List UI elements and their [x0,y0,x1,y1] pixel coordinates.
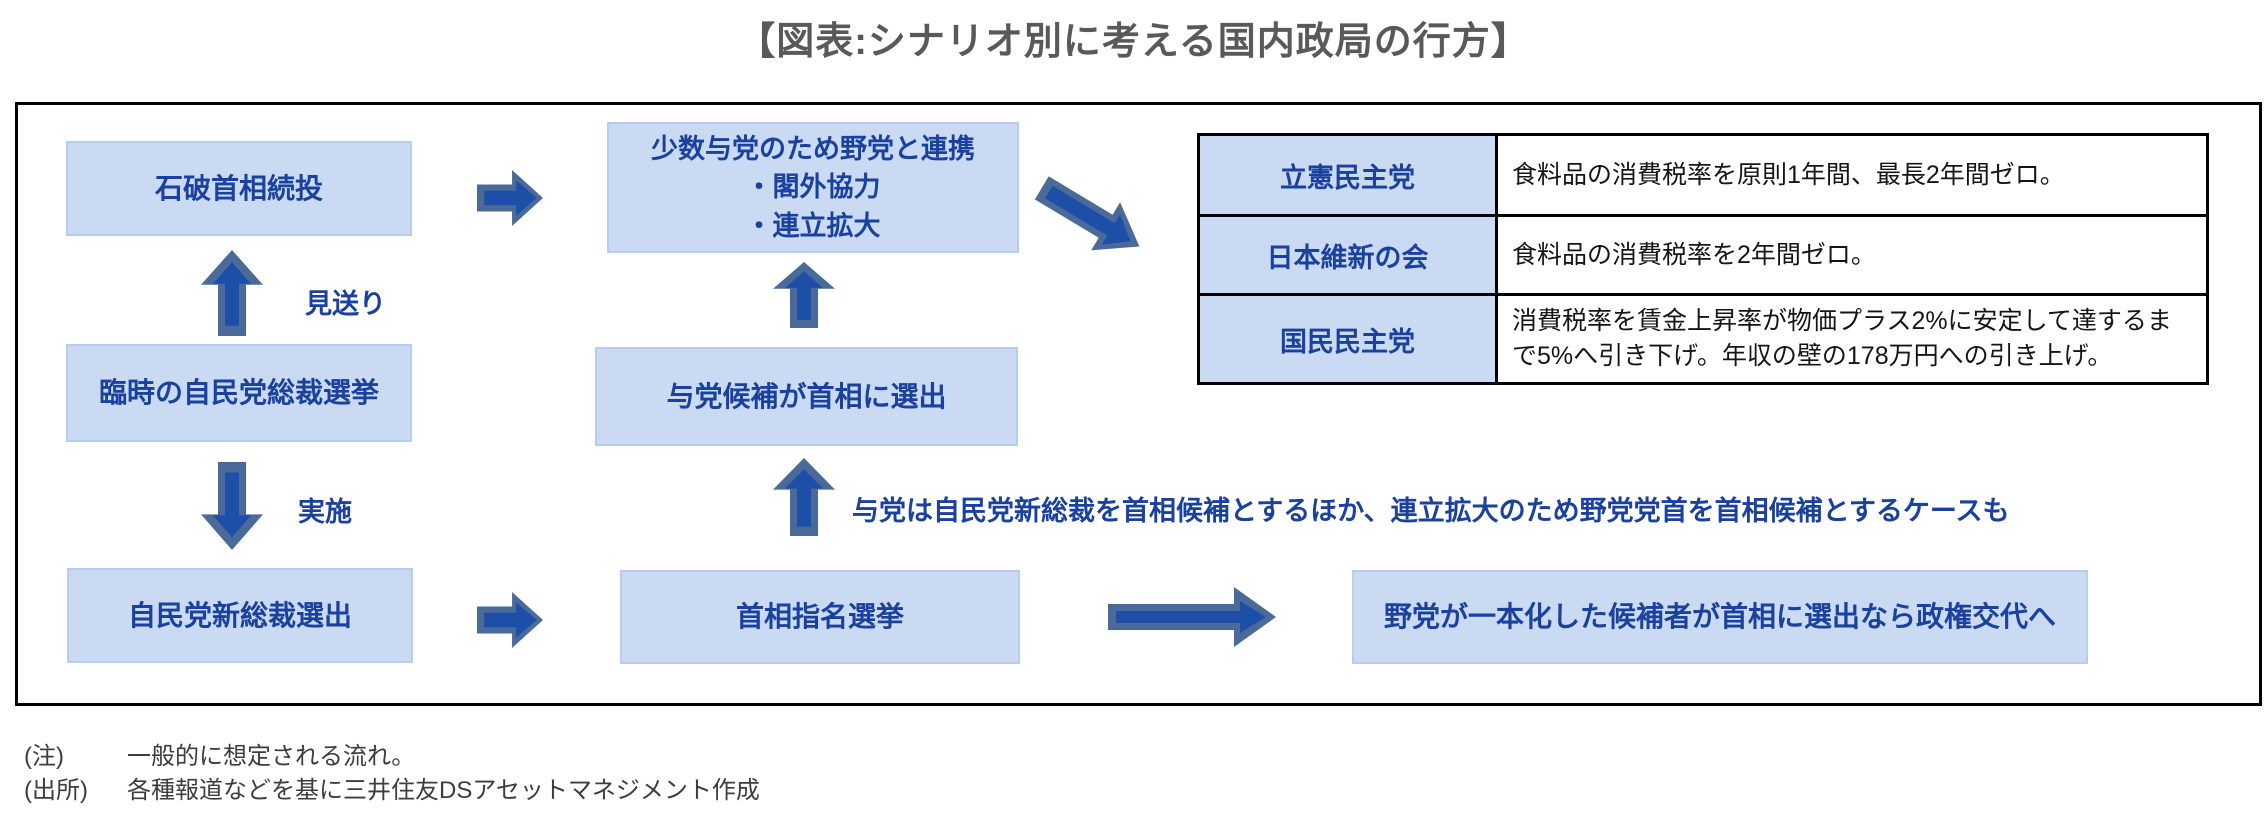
flow-box-coalition: 少数与党のため野党と連携 ・閣外協力 ・連立拡大 [607,122,1019,253]
arrow-diagonal-icon [1027,164,1154,271]
arrow-up-icon [773,262,835,328]
flow-box-coalition-line1: 少数与党のため野党と連携 [651,134,975,164]
arrow-down-icon [201,462,263,550]
party-policy-cell: 食料品の消費税率を2年間ゼロ。 [1498,217,2206,293]
source-text: 各種報道などを基に三井住友DSアセットマネジメント作成 [127,777,760,804]
note-line: (注) 一般的に想定される流れ。 [24,736,415,771]
flow-box-seiken-koutai-label: 野党が一本化した候補者が首相に選出なら政権交代へ [1383,601,2056,633]
arrow-label-jisshi: 実施 [298,497,352,527]
flow-box-shimei-label: 首相指名選挙 [735,601,904,633]
flow-box-shinsousai: 自民党新総裁選出 [67,568,413,663]
party-policy-cell: 消費税率を賃金上昇率が物価プラス2%に安定して達するまで5%へ引き下げ。年収の壁… [1498,296,2206,382]
source-line: (出所) 各種報道などを基に三井住友DSアセットマネジメント作成 [24,770,760,805]
arrow-right-icon [477,592,543,648]
flow-box-ishiba-label: 石破首相続投 [154,172,323,204]
party-policy-cell: 食料品の消費税率を原則1年間、最長2年間ゼロ。 [1498,136,2206,214]
arrow-up-icon [773,458,835,536]
flow-box-ishiba: 石破首相続投 [66,141,412,236]
flow-box-rinji: 臨時の自民党総裁選挙 [66,344,412,442]
flow-box-coalition-line2: ・閣外協力 [745,172,881,203]
flow-box-yoto-kouho: 与党候補が首相に選出 [595,347,1018,446]
party-policy-table: 立憲民主党 食料品の消費税率を原則1年間、最長2年間ゼロ。 日本維新の会 食料品… [1197,133,2209,385]
arrow-label-miokuri: 見送り [305,289,386,319]
flow-box-coalition-line3: ・連立拡大 [745,210,881,241]
party-name-cell: 日本維新の会 [1200,217,1498,293]
party-name-cell: 国民民主党 [1200,296,1498,382]
table-row: 国民民主党 消費税率を賃金上昇率が物価プラス2%に安定して達するまで5%へ引き下… [1200,296,2206,382]
note-text: 一般的に想定される流れ。 [127,743,416,770]
flow-box-yoto-kouho-label: 与党候補が首相に選出 [666,380,947,412]
source-label: (出所) [24,777,88,804]
arrow-long-right-icon [1108,587,1276,647]
flow-annotation: 与党は自民党新総裁を首相候補とするほか、連立拡大のため野党党首を首相候補とするケ… [852,496,2010,526]
flow-box-seiken-koutai: 野党が一本化した候補者が首相に選出なら政権交代へ [1352,570,2088,664]
note-label: (注) [24,743,64,770]
flow-box-shinsousai-label: 自民党新総裁選出 [127,599,352,631]
arrow-right-icon [477,170,543,226]
flow-box-shimei: 首相指名選挙 [620,570,1020,664]
arrow-up-icon [201,250,263,336]
flow-box-rinji-label: 臨時の自民党総裁選挙 [98,377,379,409]
table-row: 立憲民主党 食料品の消費税率を原則1年間、最長2年間ゼロ。 [1200,136,2206,217]
party-name-cell: 立憲民主党 [1200,136,1498,214]
table-row: 日本維新の会 食料品の消費税率を2年間ゼロ。 [1200,217,2206,296]
page-title: 【図表:シナリオ別に考える国内政局の行方】 [737,21,1530,63]
